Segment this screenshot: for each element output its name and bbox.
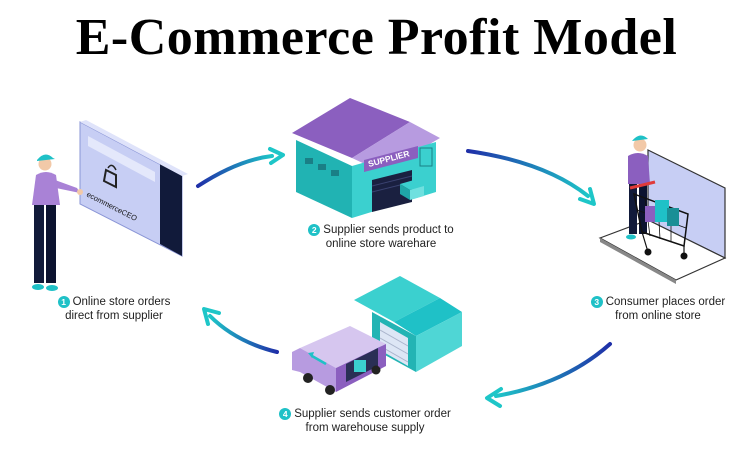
step-4-number-badge: 4 <box>279 408 292 420</box>
supplier-warehouse-icon: SUPPLIER <box>292 98 440 218</box>
person-at-screen-icon: ecommerceCEO <box>32 120 188 291</box>
step-2-number-badge: 2 <box>308 224 321 236</box>
shopping-laptop-icon <box>598 135 727 284</box>
step-3-line1: Consumer places order <box>605 296 726 308</box>
step-1-line2: direct from supplier <box>65 310 163 322</box>
arrow-step1-to-step2 <box>196 147 285 188</box>
arrow-step4-to-step1 <box>202 307 279 354</box>
step-4-line2: from warehouse supply <box>305 422 425 434</box>
step-1-line1: Online store orders <box>72 296 171 308</box>
arrow-step3-to-step4 <box>485 342 612 408</box>
step-3-line2: from online store <box>615 310 701 322</box>
diagram-title: E-Commerce Profit Model <box>75 9 678 66</box>
ecommerceceo-logo-icon <box>102 164 117 189</box>
step-1-number-badge: 1 <box>57 296 70 308</box>
arrow-step2-to-step3 <box>466 149 596 206</box>
step-4-line1: Supplier sends customer order <box>294 408 451 420</box>
step-2-line2: online store warehare <box>325 238 437 250</box>
delivery-van-icon <box>292 276 462 395</box>
step-3-number-badge: 3 <box>590 296 603 308</box>
step-2-line1: Supplier sends product to <box>323 224 454 236</box>
